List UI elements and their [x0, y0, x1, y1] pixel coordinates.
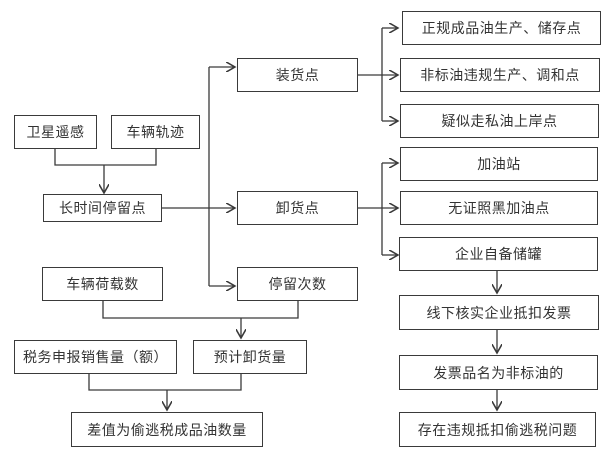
- node-expected-unload: 预计卸货量: [193, 340, 307, 374]
- node-nonstandard-production: 非标油违规生产、调和点: [400, 58, 600, 92]
- connector-sources-join: [54, 149, 157, 166]
- connector-load-count-join: [102, 301, 299, 319]
- node-invoice-nonstandard: 发票品名为非标油的: [399, 355, 598, 390]
- node-difference: 差值为偷逃税成品油数量: [71, 412, 263, 447]
- node-enterprise-tank: 企业自备储罐: [399, 237, 598, 271]
- node-gas-station: 加油站: [400, 147, 598, 181]
- node-unloading: 卸货点: [237, 191, 358, 225]
- node-stop-count: 停留次数: [237, 267, 358, 301]
- node-satellite: 卫星遥感: [14, 115, 97, 149]
- node-vehicle-load: 车辆荷载数: [42, 267, 163, 301]
- node-smuggling-landing: 疑似走私油上岸点: [400, 104, 599, 138]
- node-illegal-deduction: 存在违规抵扣偷逃税问题: [399, 412, 596, 447]
- node-unlicensed-station: 无证照黑加油点: [400, 191, 598, 225]
- node-regular-production: 正规成品油生产、储存点: [402, 11, 601, 45]
- node-loading: 装货点: [237, 58, 358, 92]
- connector-tax-expected-join: [88, 374, 242, 391]
- node-trajectory: 车辆轨迹: [111, 115, 200, 149]
- node-long-stop: 长时间停留点: [43, 194, 162, 222]
- node-offline-verify: 线下核实企业抵扣发票: [399, 295, 599, 330]
- node-tax-declared: 税务申报销售量（额）: [14, 340, 177, 374]
